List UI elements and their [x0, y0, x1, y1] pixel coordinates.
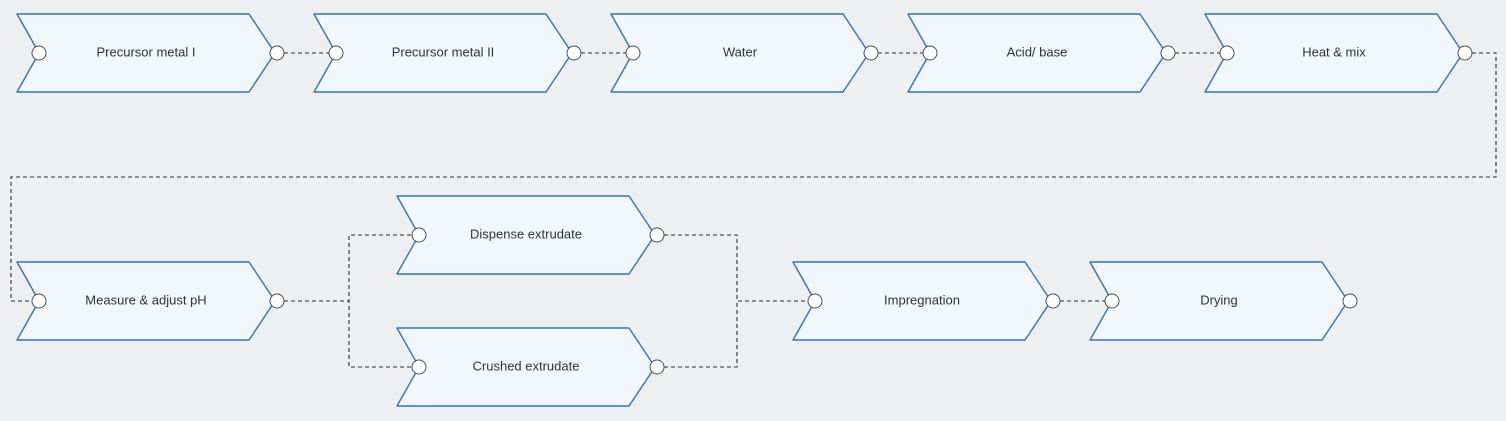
process-step-dispense-extrudate[interactable]: Dispense extrudate	[396, 195, 656, 275]
connector-measure-adjust-ph-to-crushed-extrudate	[277, 300, 419, 368]
output-port[interactable]	[566, 45, 582, 61]
output-port[interactable]	[863, 45, 879, 61]
output-port[interactable]	[1160, 45, 1176, 61]
input-port[interactable]	[1104, 293, 1120, 309]
ports-layer	[31, 45, 1473, 375]
process-step-water[interactable]: Water	[610, 13, 870, 93]
input-port[interactable]	[31, 45, 47, 61]
process-step-impregnation[interactable]: Impregnation	[792, 261, 1052, 341]
input-port[interactable]	[31, 293, 47, 309]
process-step-measure-adjust-ph[interactable]: Measure & adjust pH	[16, 261, 276, 341]
input-port[interactable]	[1219, 45, 1235, 61]
process-step-heat-mix[interactable]: Heat & mix	[1204, 13, 1464, 93]
step-label: Heat & mix	[1302, 44, 1366, 59]
output-port[interactable]	[269, 45, 285, 61]
connector-measure-adjust-ph-to-dispense-extrudate	[277, 234, 419, 302]
input-port[interactable]	[411, 227, 427, 243]
input-port[interactable]	[807, 293, 823, 309]
step-label: Measure & adjust pH	[85, 292, 206, 307]
output-port[interactable]	[1045, 293, 1061, 309]
connectors-layer	[10, 52, 1497, 368]
input-port[interactable]	[411, 359, 427, 375]
connector-dispense-extrudate-to-impregnation	[657, 234, 815, 302]
connector-crushed-extrudate-to-impregnation	[657, 300, 815, 368]
output-port[interactable]	[649, 227, 665, 243]
input-port[interactable]	[625, 45, 641, 61]
output-port[interactable]	[269, 293, 285, 309]
input-port[interactable]	[922, 45, 938, 61]
nodes-layer: Precursor metal I Precursor metal II Water…	[16, 13, 1464, 407]
output-port[interactable]	[1457, 45, 1473, 61]
step-label: Drying	[1200, 292, 1238, 307]
step-label: Crushed extrudate	[473, 358, 580, 373]
step-label: Impregnation	[884, 292, 960, 307]
step-label: Dispense extrudate	[470, 226, 582, 241]
process-step-acid-base[interactable]: Acid/ base	[907, 13, 1167, 93]
output-port[interactable]	[649, 359, 665, 375]
step-label: Precursor metal I	[97, 44, 196, 59]
input-port[interactable]	[328, 45, 344, 61]
connector-heat-mix-to-measure-adjust-ph	[10, 52, 1497, 302]
process-step-drying[interactable]: Drying	[1089, 261, 1349, 341]
step-label: Water	[723, 44, 758, 59]
step-label: Precursor metal II	[392, 44, 495, 59]
process-step-crushed-extrudate[interactable]: Crushed extrudate	[396, 327, 656, 407]
process-step-precursor-metal-2[interactable]: Precursor metal II	[313, 13, 573, 93]
process-step-precursor-metal-1[interactable]: Precursor metal I	[16, 13, 276, 93]
output-port[interactable]	[1342, 293, 1358, 309]
step-label: Acid/ base	[1007, 44, 1068, 59]
